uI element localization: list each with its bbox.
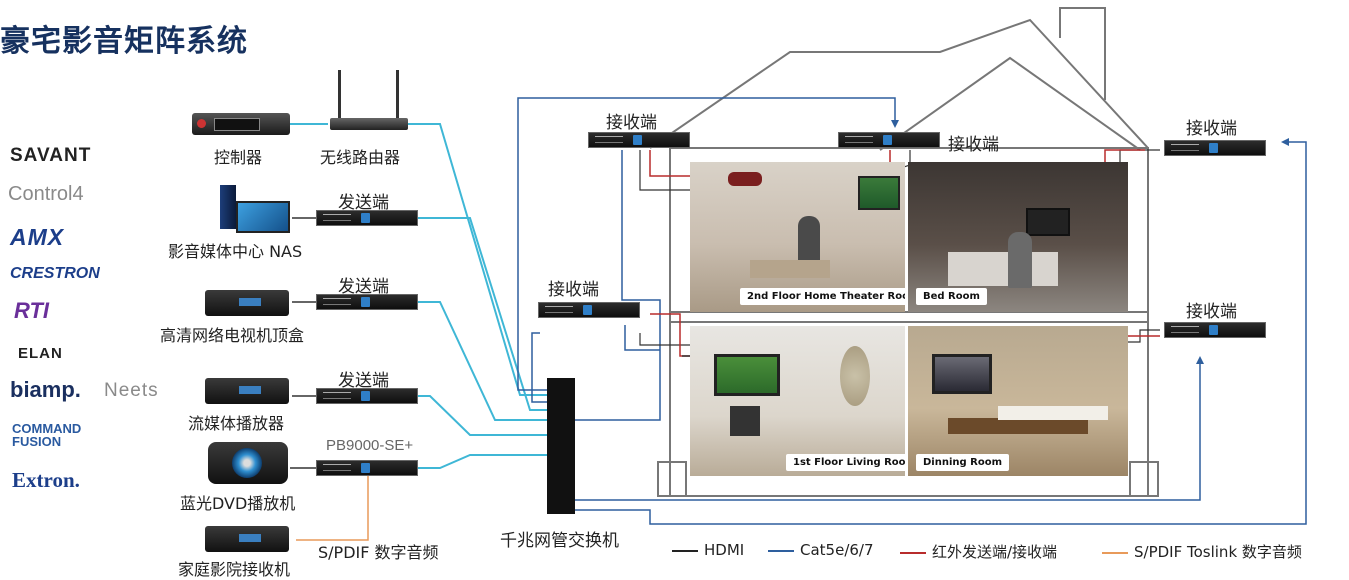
network-switch [547,378,575,514]
streamer-device [205,378,289,404]
transmitter-unit [316,388,418,404]
receiver-unit [1164,322,1266,338]
tx1-label: 发送端 [338,193,389,213]
router-device [330,70,408,132]
legend-cat: Cat5e/6/7 [768,541,874,559]
rx5-label: 接收端 [1186,302,1237,322]
room-label: 2nd Floor Home Theater Room [740,288,905,305]
page-title: 豪宅影音矩阵系统 [0,24,248,59]
receiver-label: 家庭影院接收机 [178,560,291,579]
controller-device [192,113,290,135]
brand-rti: RTI [14,298,50,323]
plant-icon [840,346,870,406]
antenna-icon [396,70,399,118]
rx3-label: 接收端 [1186,119,1237,139]
room-living: 1st Floor Living Room [690,326,905,476]
stb-display [239,298,261,306]
room-dining: Dinning Room [908,326,1128,476]
sofa-icon [750,260,830,278]
stb-device [205,290,289,316]
tx3-label: 发送端 [338,371,389,391]
room-label: 1st Floor Living Room [786,454,905,471]
tx2-label: 发送端 [338,277,389,297]
brand-biamp: biamp. [10,377,81,402]
projector-icon [728,172,762,186]
brand-crestron: CRESTRON [10,265,100,282]
nas-tower-icon [220,185,236,229]
receiver-unit [588,132,690,148]
legend-label: Cat5e/6/7 [800,541,874,559]
person-silhouette [1008,232,1032,288]
brand-elan: ELAN [18,345,63,362]
bluray-label: 蓝光DVD播放机 [180,494,296,513]
rx2-label: 接收端 [948,135,999,155]
receiver-unit [838,132,940,148]
spdif-label: S/PDIF 数字音频 [318,543,439,562]
disc-icon [232,448,262,478]
legend-hdmi: HDMI [672,541,744,559]
router-label: 无线路由器 [320,148,401,167]
power-button-icon [197,119,206,128]
brand-neets: Neets [104,380,159,401]
display-panel [214,118,260,131]
nas-device [220,185,290,233]
legend-label: 红外发送端/接收端 [932,543,1058,561]
wall-display-icon [932,354,992,394]
tx4-label: PB9000-SE+ [326,437,414,454]
room-theater: 2nd Floor Home Theater Room [690,162,905,312]
bluray-device [208,442,288,484]
legend-spdif: S/PDIF Toslink 数字音频 [1102,541,1302,562]
switch-label: 千兆网管交换机 [500,531,619,551]
nas-label: 影音媒体中心 NAS [168,242,303,261]
brand-control4: Control4 [8,183,84,205]
streamer-label: 流媒体播放器 [188,414,285,433]
screen-icon [858,176,900,210]
brand-extron: Extron. [12,468,80,492]
room-bed: Bed Room [908,162,1128,312]
receiver-device [205,526,289,552]
legend-label: HDMI [704,541,745,559]
streamer-display [239,386,261,394]
room-label: Dinning Room [916,454,1010,471]
stb-label: 高清网络电视机顶盒 [160,326,305,345]
tv-icon [714,354,780,396]
receiver-unit [1164,140,1266,156]
monitor-icon [236,201,290,233]
chairs-icon [998,406,1108,420]
antenna-icon [338,70,341,118]
dining-table-icon [948,418,1088,434]
bed-icon [948,252,1058,286]
receiver-unit [538,302,640,318]
transmitter-unit [316,210,418,226]
transmitter-unit [316,460,418,476]
brand-savant: SAVANT [10,145,92,166]
room-label: Bed Room [916,288,987,305]
brand-command-fusion: COMMAND FUSION [12,421,82,449]
brand-amx: AMX [10,224,65,250]
transmitter-unit [316,294,418,310]
receiver-display [239,534,261,542]
person-silhouette [798,216,820,272]
legend-ir: 红外发送端/接收端 [900,541,1057,562]
tv-icon [1026,208,1070,236]
rx4-label: 接收端 [548,280,599,300]
tv-stand-icon [730,406,760,436]
rx1-label: 接收端 [606,113,657,133]
controller-label: 控制器 [214,148,263,167]
legend-label: S/PDIF Toslink 数字音频 [1134,543,1302,561]
router-body [330,118,408,130]
